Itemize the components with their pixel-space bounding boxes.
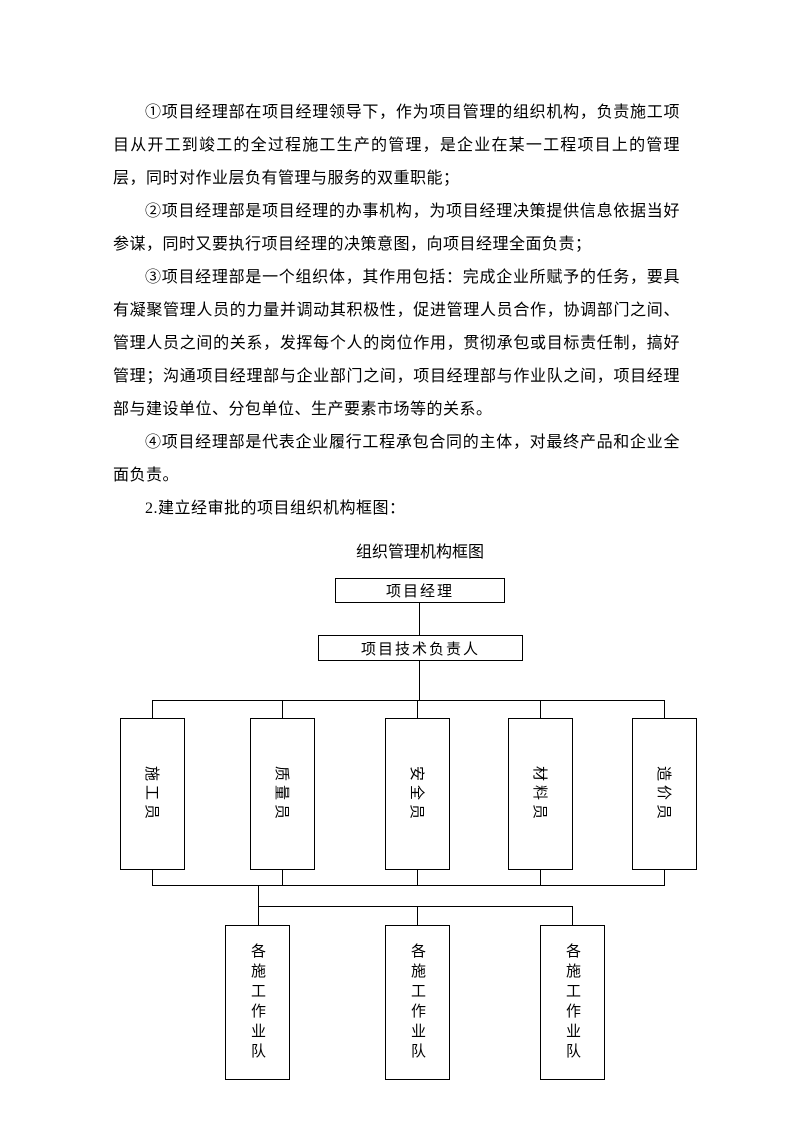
org-box-construction-team-1-label: 各施工作业队	[249, 942, 265, 1063]
paragraph-1: ①项目经理部在项目经理领导下，作为项目管理的组织机构，负责施工项目从开工到竣工的…	[113, 104, 680, 187]
org-box-technical-lead-label: 项目技术负责人	[360, 641, 480, 658]
org-box-quality-officer-label: 质量员	[272, 765, 289, 823]
body-text: ①项目经理部在项目经理领导下，作为项目管理的组织机构，负责施工项目从开工到竣工的…	[113, 96, 680, 525]
org-box-construction-team-3: 各施工作业队	[540, 925, 605, 1080]
connector-line	[152, 700, 153, 718]
connector-line	[417, 906, 418, 925]
org-box-materials-officer-label: 材料员	[530, 765, 547, 823]
org-box-construction-team-3-label: 各施工作业队	[564, 942, 580, 1063]
paragraph-3: ③项目经理部是一个组织体，其作用包括：完成企业所赋予的任务，要具有凝聚管理人员的…	[113, 269, 680, 418]
connector-line	[152, 870, 153, 885]
org-box-construction-team-2: 各施工作业队	[385, 925, 450, 1080]
org-box-construction-team-1: 各施工作业队	[225, 925, 290, 1080]
connector-line	[419, 661, 420, 700]
connector-line	[540, 870, 541, 885]
org-box-cost-officer-label: 造价员	[654, 765, 671, 823]
paragraph-4: ④项目经理部是代表企业履行工程承包合同的主体，对最终产品和企业全面负责。	[113, 434, 680, 484]
org-box-project-manager-label: 项目经理	[385, 584, 454, 600]
paragraph-5-heading: 2.建立经审批的项目组织机构框图：	[145, 500, 406, 517]
org-box-safety-officer: 安全员	[385, 718, 450, 870]
connector-line	[152, 700, 665, 701]
org-box-safety-officer-label: 安全员	[407, 765, 424, 823]
org-box-construction-officer: 施工员	[120, 718, 185, 870]
org-box-project-manager: 项目经理	[335, 578, 505, 603]
org-box-technical-lead: 项目技术负责人	[318, 635, 523, 661]
connector-line	[664, 870, 665, 885]
org-chart-title: 组织管理机构框图	[355, 544, 485, 561]
connector-line	[282, 870, 283, 885]
connector-line	[417, 700, 418, 718]
connector-line	[419, 603, 420, 635]
org-box-materials-officer: 材料员	[508, 718, 573, 870]
connector-line	[417, 870, 418, 885]
org-box-construction-team-2-label: 各施工作业队	[409, 942, 425, 1063]
connector-line	[540, 700, 541, 718]
connector-line	[258, 906, 573, 907]
connector-line	[258, 885, 259, 906]
org-box-cost-officer: 造价员	[632, 718, 697, 870]
org-box-quality-officer: 质量员	[250, 718, 315, 870]
connector-line	[282, 700, 283, 718]
paragraph-2: ②项目经理部是项目经理的办事机构，为项目经理决策提供信息依据当好参谋，同时又要执…	[113, 203, 680, 253]
org-box-construction-officer-label: 施工员	[142, 765, 159, 823]
connector-line	[664, 700, 665, 718]
connector-line	[152, 885, 665, 886]
connector-line	[258, 906, 259, 925]
org-chart: 组织管理机构框图 项目经理 项目技术负责人 施工员 质量员 安全员	[0, 530, 793, 1100]
connector-line	[572, 906, 573, 925]
